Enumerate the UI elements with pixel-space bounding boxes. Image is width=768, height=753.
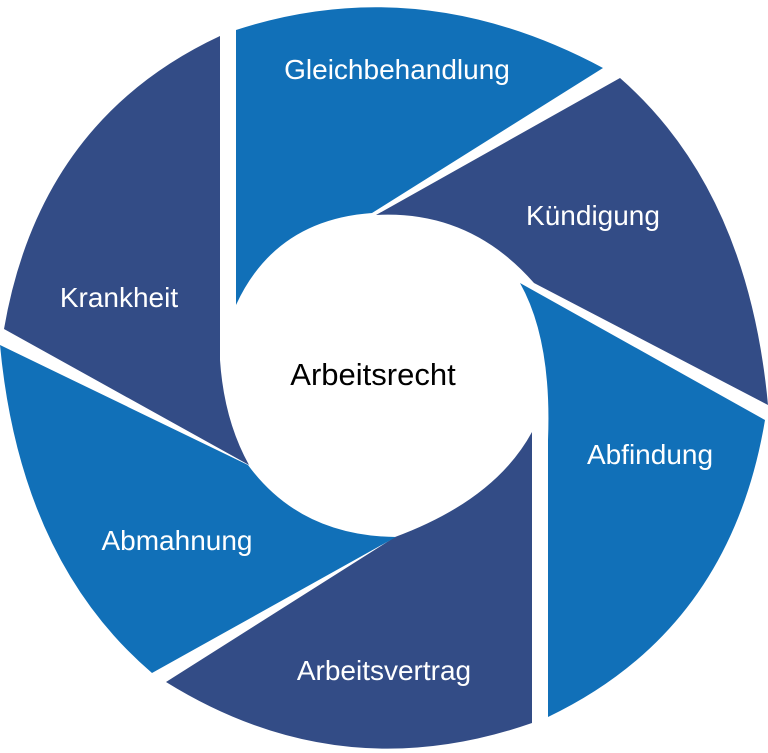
segment-krankheit: Krankheit <box>4 36 249 465</box>
segment-abfindung: Abfindung <box>520 283 765 717</box>
segment-label: Abfindung <box>587 439 713 470</box>
segment-shape <box>236 7 603 306</box>
segment-label: Gleichbehandlung <box>284 54 510 85</box>
segment-abmahnung: Abmahnung <box>0 345 396 673</box>
segment-shape <box>0 345 396 673</box>
segment-arbeitsvertrag: Arbeitsvertrag <box>166 432 532 749</box>
segment-shape <box>376 78 768 405</box>
segment-shape <box>520 283 765 717</box>
segment-kuendigung: Kündigung <box>376 78 768 405</box>
segment-shape <box>166 432 532 749</box>
segment-shape <box>4 36 249 465</box>
segment-label: Abmahnung <box>101 525 252 556</box>
center-title: Arbeitsrecht <box>290 357 456 392</box>
segment-label: Krankheit <box>60 282 179 313</box>
segment-label: Arbeitsvertrag <box>297 655 471 686</box>
segment-gleichbehandlung: Gleichbehandlung <box>236 7 603 306</box>
segment-label: Kündigung <box>526 200 660 231</box>
